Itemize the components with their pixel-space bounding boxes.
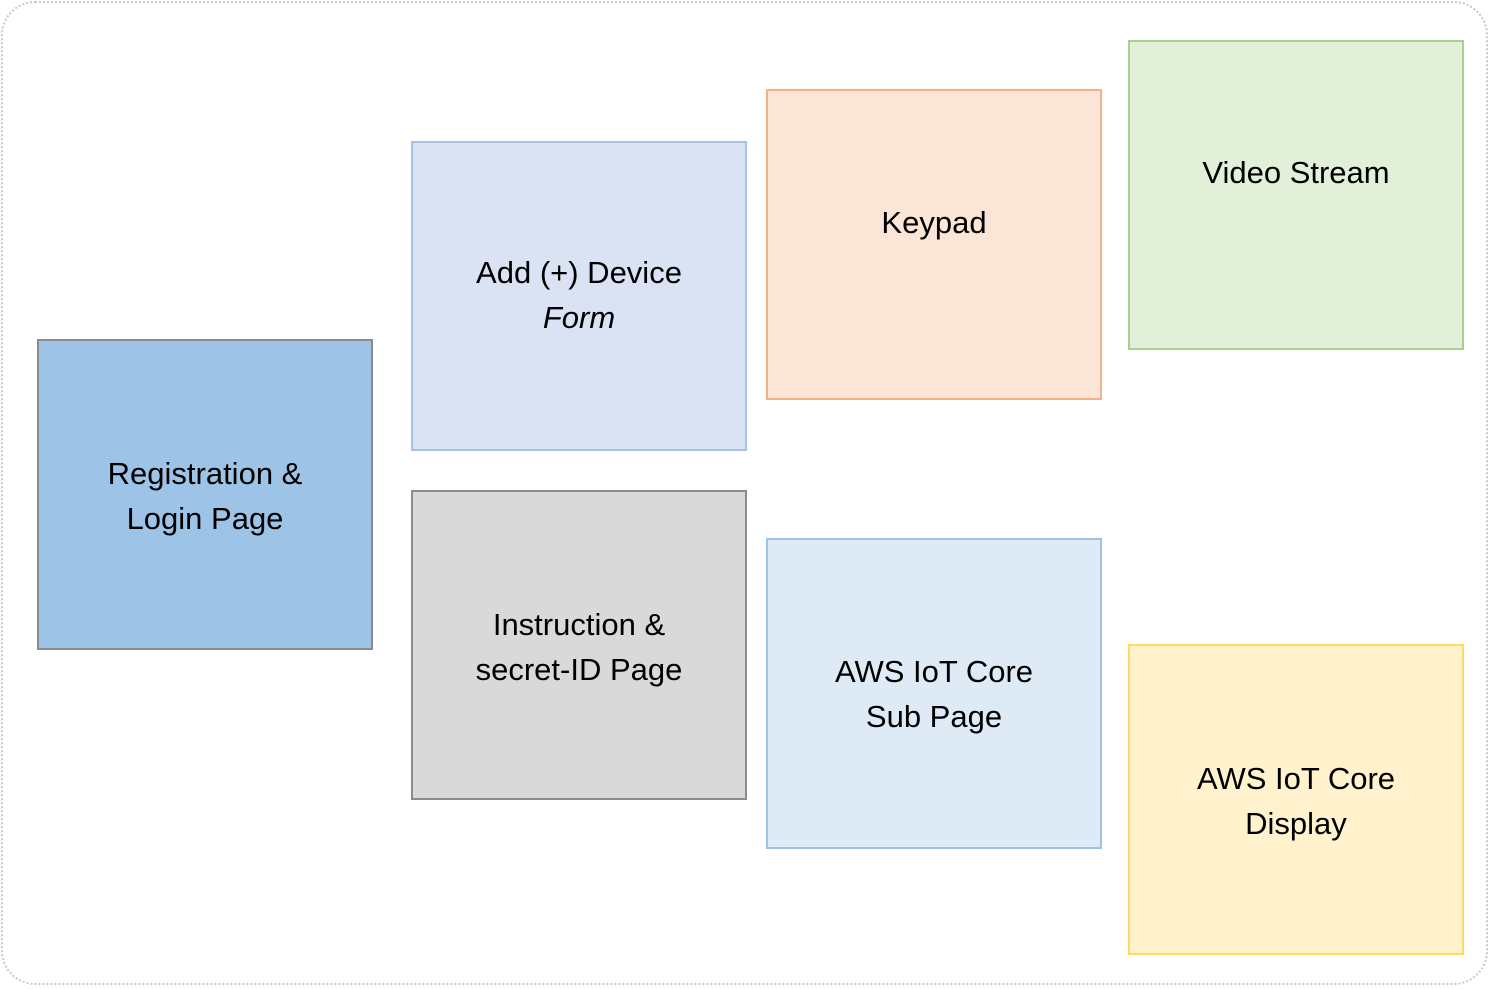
box-label-line: secret-ID Page	[475, 652, 683, 687]
add-device-form-box: Add (+) Device Form	[411, 141, 747, 451]
box-label-line: Video Stream	[1202, 155, 1390, 190]
box-label: Keypad	[881, 200, 986, 398]
box-label: Add (+) Device Form	[476, 250, 682, 449]
instruction-secret-id-page-box: Instruction & secret-ID Page	[411, 490, 747, 800]
box-label-line: Keypad	[881, 205, 987, 240]
box-label-italic-line: Form	[542, 300, 616, 335]
box-label-line: Sub Page	[865, 699, 1003, 734]
aws-iot-core-display-box: AWS IoT Core Display	[1128, 644, 1464, 955]
box-label: Instruction & secret-ID Page	[476, 602, 683, 798]
box-label-line: Add (+) Device	[476, 255, 682, 290]
box-label: Registration & Login Page	[108, 451, 303, 648]
box-label-line: Login Page	[126, 501, 284, 536]
aws-iot-core-sub-page-box: AWS IoT Core Sub Page	[766, 538, 1102, 849]
keypad-box: Keypad	[766, 89, 1102, 400]
box-label-line: Display	[1245, 806, 1347, 841]
registration-login-page-box: Registration & Login Page	[37, 339, 373, 650]
box-label: Video Stream	[1202, 150, 1389, 348]
video-stream-box: Video Stream	[1128, 40, 1464, 350]
box-label: AWS IoT Core Sub Page	[835, 649, 1033, 847]
box-label-line: AWS IoT Core	[1196, 761, 1396, 796]
box-label-line: AWS IoT Core	[834, 654, 1034, 689]
box-label: AWS IoT Core Display	[1197, 756, 1395, 953]
box-label-line: Registration &	[107, 456, 303, 491]
box-label-line: Instruction &	[492, 607, 666, 642]
